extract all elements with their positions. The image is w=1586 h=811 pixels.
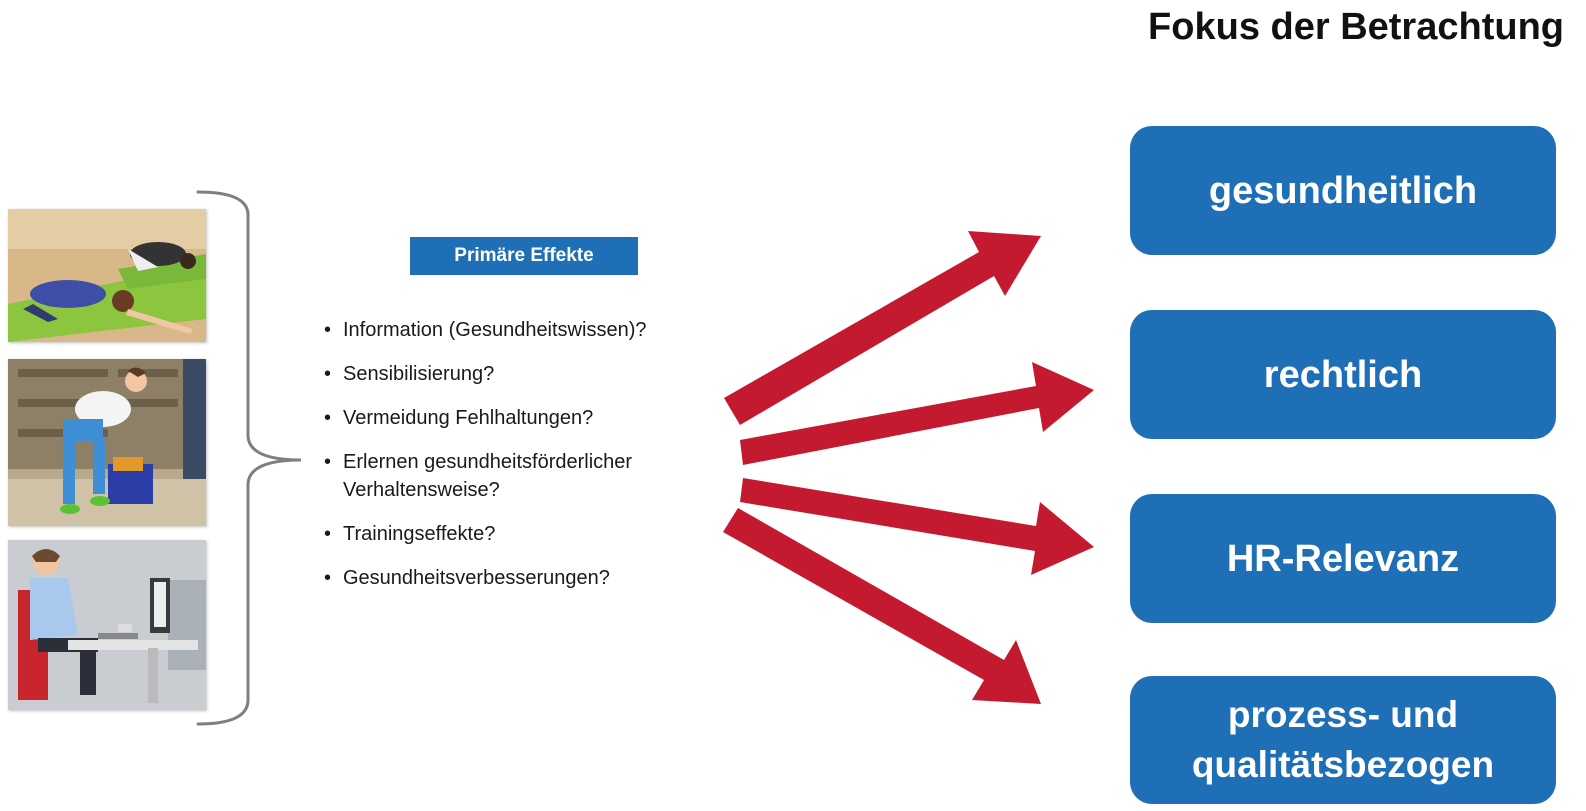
primary-effects-label: Primäre Effekte	[410, 237, 638, 275]
question-item: Sensibilisierung?	[322, 360, 702, 388]
arrow-to-rechtlich	[740, 362, 1094, 465]
arrow-to-gesundheitlich	[724, 231, 1041, 425]
arrow-to-hr-relevanz	[740, 478, 1094, 575]
arrow-to-prozess	[723, 508, 1041, 704]
question-item: Erlernen gesundheitsförderlicher Verhalt…	[322, 448, 702, 504]
focus-heading: Fokus der Betrachtung	[1148, 6, 1564, 48]
office-photo	[8, 540, 206, 710]
question-item: Information (Gesundheitswissen)?	[322, 316, 702, 344]
question-item: Gesundheitsverbesserungen?	[322, 564, 702, 592]
focus-box-hr-relevanz: HR-Relevanz	[1130, 494, 1556, 623]
lifting-photo	[8, 359, 206, 526]
question-item: Vermeidung Fehlhaltungen?	[322, 404, 702, 432]
yoga-photo	[8, 209, 206, 342]
focus-box-prozess: prozess- und qualitätsbezogen	[1130, 676, 1556, 804]
question-list: Information (Gesundheitswissen)? Sensibi…	[322, 316, 702, 608]
question-item: Trainingseffekte?	[322, 520, 702, 548]
focus-box-rechtlich: rechtlich	[1130, 310, 1556, 439]
focus-box-gesundheitlich: gesundheitlich	[1130, 126, 1556, 255]
curly-brace	[196, 190, 302, 726]
